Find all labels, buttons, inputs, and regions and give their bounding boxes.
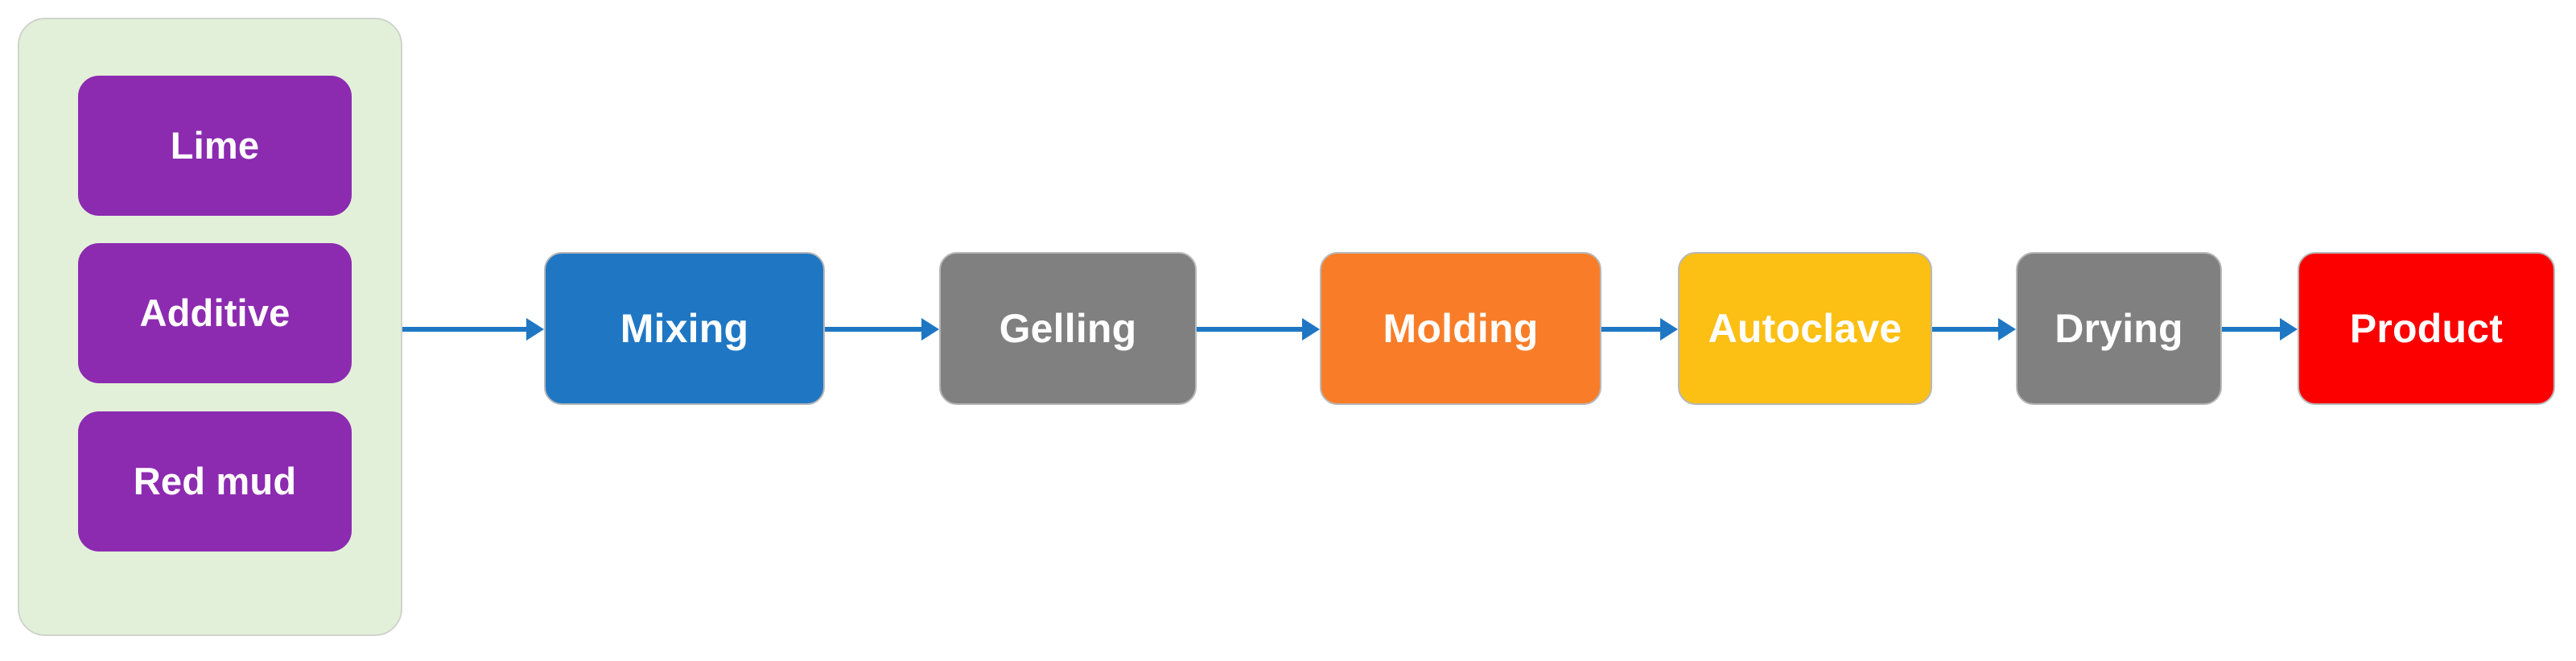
arrow-shaft xyxy=(2222,327,2283,332)
material-node-additive-label: Additive xyxy=(139,291,291,335)
arrow-shaft xyxy=(1932,327,2001,332)
process-node-molding-label: Molding xyxy=(1383,305,1539,351)
material-node-red-mud[interactable]: Red mud xyxy=(78,411,352,552)
material-node-lime[interactable]: Lime xyxy=(78,76,352,216)
material-node-additive[interactable]: Additive xyxy=(78,243,352,383)
arrowhead-icon xyxy=(1998,318,2016,341)
arrowhead-icon xyxy=(1302,318,1320,341)
process-node-gelling[interactable]: Gelling xyxy=(939,252,1197,405)
raw-materials-group: Lime Additive Red mud xyxy=(18,18,402,636)
arrowhead-icon xyxy=(526,318,544,341)
process-node-drying-label: Drying xyxy=(2055,305,2183,351)
process-node-product[interactable]: Product xyxy=(2298,252,2555,405)
process-node-gelling-label: Gelling xyxy=(999,305,1137,351)
arrow-shaft xyxy=(1601,327,1663,332)
arrowhead-icon xyxy=(2280,318,2298,341)
process-node-product-label: Product xyxy=(2349,305,2504,351)
process-node-mixing-label: Mixing xyxy=(620,305,749,351)
arrowhead-icon xyxy=(921,318,939,341)
arrowhead-icon xyxy=(1660,318,1678,341)
process-node-autoclave-label: Autoclave xyxy=(1708,305,1902,351)
process-node-autoclave[interactable]: Autoclave xyxy=(1678,252,1932,405)
process-node-drying[interactable]: Drying xyxy=(2016,252,2222,405)
process-node-mixing[interactable]: Mixing xyxy=(544,252,825,405)
arrow-shaft xyxy=(1197,327,1305,332)
arrow-shaft xyxy=(825,327,925,332)
material-node-lime-label: Lime xyxy=(170,124,260,167)
material-node-red-mud-label: Red mud xyxy=(133,460,297,503)
arrow-shaft xyxy=(402,327,530,332)
process-node-molding[interactable]: Molding xyxy=(1320,252,1601,405)
